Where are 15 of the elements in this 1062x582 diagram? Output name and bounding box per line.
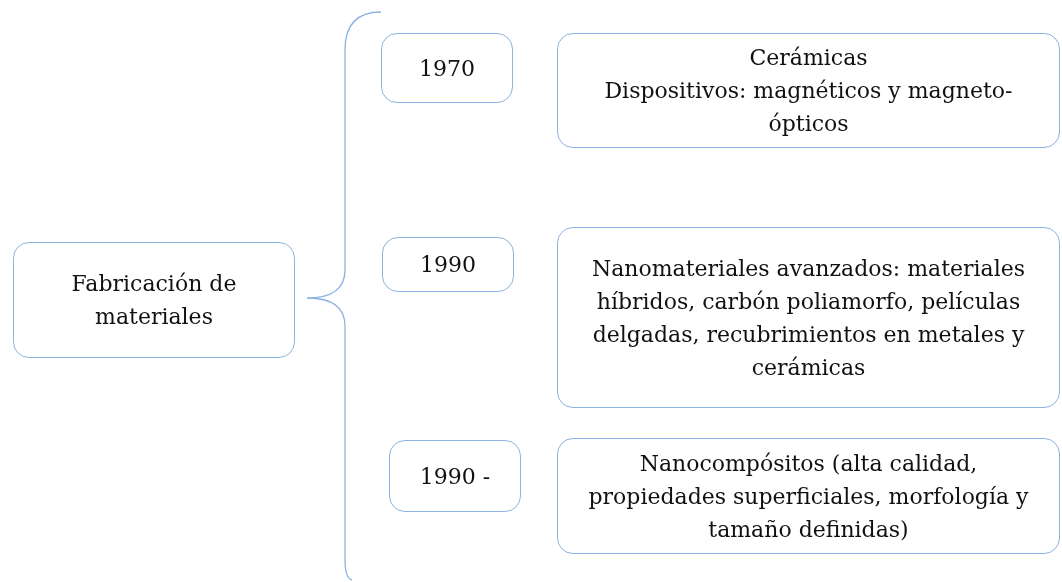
- box-text: Nanocompósitos (alta calidad, propiedades superficiales, morfología y tamaño definidas): [587, 449, 1030, 544]
- text-box: [389, 440, 521, 512]
- box-text: 1970: [419, 54, 475, 83]
- text-box: [557, 438, 1060, 554]
- text-box: [557, 33, 1060, 148]
- box-text: Cerámicas: [749, 44, 868, 72]
- box-text: 1990: [420, 251, 476, 279]
- box-text: Fabricación de materiales: [70, 270, 238, 331]
- text-box: [13, 242, 295, 358]
- box-text: Dispositivos: magnéticos y magneto-ópticos: [603, 77, 1014, 138]
- box-text: 1990 -: [419, 462, 491, 491]
- text-box: [381, 33, 513, 103]
- text-box: [557, 227, 1060, 408]
- text-box: [382, 237, 514, 292]
- box-text: Nanomateriales avanzados: materiales híbridos, carbón poliamorfo, películas delgadas, recubrimientos en metales y cerámicas: [590, 254, 1026, 382]
